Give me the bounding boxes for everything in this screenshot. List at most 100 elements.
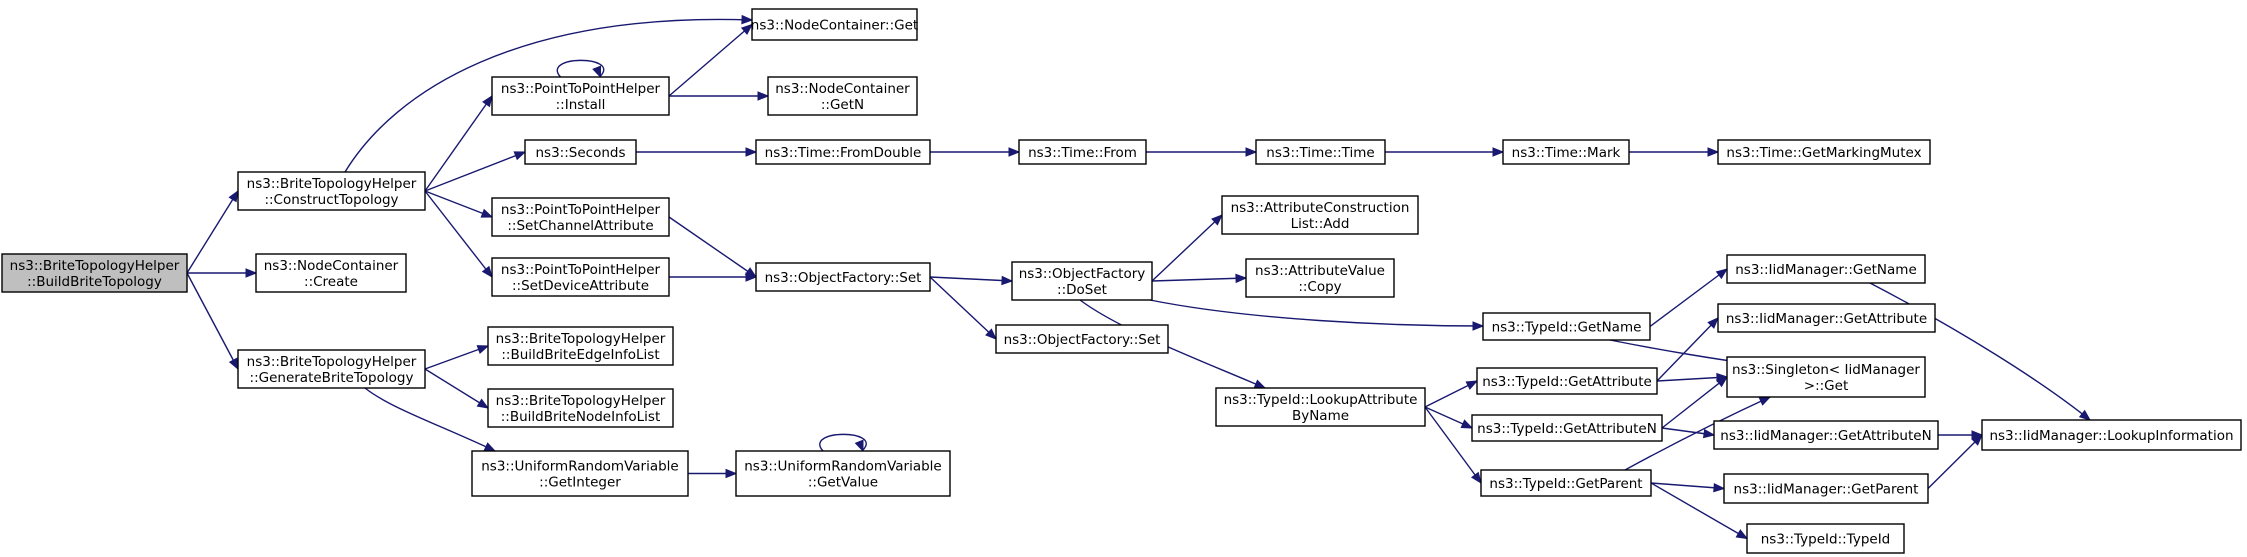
node-box	[524, 139, 637, 165]
node-tid-getattrn[interactable]: ns3::TypeId::GetAttributeN	[1471, 414, 1663, 442]
node-iid-getname[interactable]: ns3::IidManager::GetName	[1726, 254, 1926, 284]
node-p2p-dev[interactable]: ns3::PointToPointHelper::SetDeviceAttrib…	[491, 257, 670, 297]
node-label: ns3::Time::Time	[1266, 145, 1374, 161]
node-nc-getn[interactable]: ns3::NodeContainer::GetN	[767, 76, 918, 116]
node-urv-val[interactable]: ns3::UniformRandomVariable::GetValue	[735, 450, 951, 497]
edge-urv-val-to-urv-val	[819, 433, 867, 452]
node-box	[1221, 195, 1419, 235]
node-box	[1502, 139, 1630, 165]
edge-time-from-to-time-time-arrowhead	[1245, 147, 1258, 157]
edge-tid-getparent-to-tid-typeid-arrowhead	[1735, 529, 1749, 540]
edge-time-time-to-time-mark-arrowhead	[1492, 147, 1505, 157]
node-iid-getattr[interactable]: ns3::IidManager::GetAttribute	[1717, 303, 1936, 333]
edge-urv-int-to-urv-val-arrowhead	[725, 468, 738, 479]
edge-build-to-construct-arrowhead	[228, 189, 239, 203]
edge-urv-val-to-urv-val-arrowhead	[854, 439, 864, 453]
node-time-mutex[interactable]: ns3::Time::GetMarkingMutex	[1717, 139, 1931, 165]
node-box	[1726, 356, 1926, 398]
node-iid-getattrn[interactable]: ns3::IidManager::GetAttributeN	[1713, 420, 1939, 450]
node-label: ns3::Time::FromDouble	[765, 145, 922, 161]
node-edge-info[interactable]: ns3::BriteTopologyHelper::BuildBriteEdge…	[487, 326, 674, 366]
node-label: ns3::PointToPointHelper	[501, 262, 661, 278]
node-label: ns3::IidManager::GetName	[1735, 262, 1917, 278]
node-tid-getname[interactable]: ns3::TypeId::GetName	[1482, 312, 1651, 341]
node-label: ::SetChannelAttribute	[507, 218, 653, 234]
node-urv-int[interactable]: ns3::UniformRandomVariable::GetInteger	[471, 450, 689, 497]
edge-build-to-nc-create-arrowhead	[245, 268, 258, 278]
node-label: ns3::ObjectFactory::Set	[765, 270, 922, 286]
edge-tid-getattr-to-iid-getattr-arrowhead	[1707, 317, 1719, 329]
node-box	[1011, 261, 1153, 301]
node-singleton-get[interactable]: ns3::Singleton< IidManager >::Get	[1726, 356, 1926, 398]
node-of-set[interactable]: ns3::ObjectFactory::Set	[755, 262, 931, 292]
node-box	[1480, 469, 1652, 497]
edge-tid-getparent-to-iid-getparent	[1650, 482, 1725, 490]
node-box	[487, 388, 674, 428]
node-of-doset[interactable]: ns3::ObjectFactory::DoSet	[1011, 261, 1153, 301]
node-time-from[interactable]: ns3::Time::From	[1018, 139, 1147, 165]
edge-generate-to-urv-int	[364, 387, 496, 452]
node-label: ns3::Singleton< IidManager	[1732, 362, 1920, 378]
node-iid-lookup[interactable]: ns3::IidManager::LookupInformation	[1981, 419, 2242, 451]
node-box	[255, 253, 407, 293]
node-p2p-install[interactable]: ns3::PointToPointHelper::Install	[491, 76, 670, 116]
edge-tid-getattr-to-iid-getattr	[1656, 317, 1719, 382]
edge-tid-getname-to-iid-getname	[1649, 268, 1728, 328]
node-label: ns3::AttributeValue	[1255, 263, 1385, 279]
node-box	[755, 139, 931, 165]
edge-p2p-chan-to-of-set	[668, 216, 757, 278]
node-box	[1, 253, 188, 293]
node-time-time[interactable]: ns3::Time::Time	[1255, 139, 1386, 165]
node-tid-typeid[interactable]: ns3::TypeId::TypeId	[1746, 523, 1905, 554]
node-label: ns3::BriteTopologyHelper	[496, 393, 666, 409]
node-time-mark[interactable]: ns3::Time::Mark	[1502, 139, 1630, 165]
node-label: ns3::ObjectFactory::Set	[1004, 332, 1161, 348]
node-seconds[interactable]: ns3::Seconds	[524, 139, 637, 165]
edge-p2p-install-to-nc-getn-arrowhead	[757, 91, 770, 101]
node-label: ::BuildBriteTopology	[27, 274, 162, 290]
node-label: ::GetN	[821, 97, 864, 113]
node-construct[interactable]: ns3::BriteTopologyHelper::ConstructTopol…	[237, 171, 426, 211]
node-node-info[interactable]: ns3::BriteTopologyHelper::BuildBriteNode…	[487, 388, 674, 428]
node-iid-getparent[interactable]: ns3::IidManager::GetParent	[1723, 473, 1929, 504]
node-nc-get[interactable]: ns3::NodeContainer::Get	[751, 8, 918, 41]
node-label: ns3::NodeContainer	[775, 81, 910, 97]
node-box	[755, 262, 931, 292]
node-label: ns3::UniformRandomVariable	[744, 459, 942, 475]
node-label: ns3::Seconds	[536, 145, 626, 161]
node-tid-getparent[interactable]: ns3::TypeId::GetParent	[1480, 469, 1652, 497]
node-box	[1018, 139, 1147, 165]
node-label: >::Get	[1804, 378, 1848, 394]
node-label: ns3::IidManager::GetAttributeN	[1720, 428, 1931, 444]
node-av-copy[interactable]: ns3::AttributeValue::Copy	[1245, 258, 1395, 298]
node-of-set2[interactable]: ns3::ObjectFactory::Set	[995, 324, 1169, 354]
edge-construct-to-p2p-chan	[424, 190, 493, 218]
node-build[interactable]: ns3::BriteTopologyHelper::BuildBriteTopo…	[1, 253, 188, 293]
node-box	[767, 76, 918, 116]
node-nc-create[interactable]: ns3::NodeContainer::Create	[255, 253, 407, 293]
node-box	[1713, 420, 1939, 450]
node-label: ::Copy	[1298, 279, 1341, 295]
edge-construct-to-seconds	[424, 151, 526, 192]
node-box	[1482, 312, 1651, 341]
node-label: ::GenerateBriteTopology	[250, 370, 414, 386]
edge-tid-getattrn-to-singleton-get-arrowhead	[1715, 376, 1729, 388]
node-label: List::Add	[1291, 216, 1350, 232]
node-tid-getattr[interactable]: ns3::TypeId::GetAttribute	[1476, 367, 1658, 395]
node-p2p-chan[interactable]: ns3::PointToPointHelper::SetChannelAttri…	[491, 197, 670, 237]
node-label: ::BuildBriteNodeInfoList	[501, 409, 661, 425]
node-box	[1717, 303, 1936, 333]
node-box	[1717, 139, 1931, 165]
node-label: ::BuildBriteEdgeInfoList	[501, 347, 659, 363]
edge-construct-to-seconds-arrowhead	[513, 151, 527, 161]
node-generate[interactable]: ns3::BriteTopologyHelper::GenerateBriteT…	[237, 349, 426, 389]
node-label: ns3::BriteTopologyHelper	[496, 331, 666, 347]
edge-tid-getparent-to-singleton-get-arrowhead	[1758, 396, 1772, 406]
node-label: ::SetDeviceAttribute	[512, 278, 649, 294]
node-box	[1245, 258, 1395, 298]
edge-p2p-install-to-p2p-install	[556, 59, 605, 78]
node-time-fromdouble[interactable]: ns3::Time::FromDouble	[755, 139, 931, 165]
